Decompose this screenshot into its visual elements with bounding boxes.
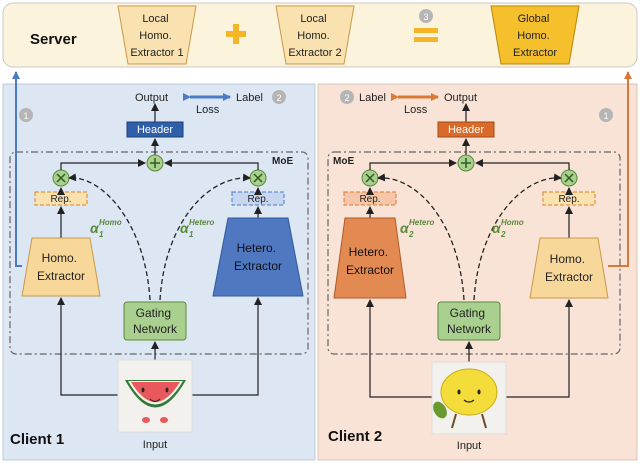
client1-label: Client 1 bbox=[10, 431, 64, 448]
svg-text:Homo: Homo bbox=[501, 218, 524, 227]
client2-gating-arc-left bbox=[377, 173, 465, 301]
svg-text:Global Homo. Extra: Global Homo. Extractor bbox=[513, 13, 557, 59]
client2-rep-left: Rep. bbox=[343, 191, 397, 206]
step-badge-1-client2: 1 bbox=[599, 108, 613, 122]
client1-gating-network: Gating Network bbox=[123, 301, 187, 341]
svg-text:Homo. Extractor: Homo. Extractor bbox=[37, 251, 85, 283]
client2-upload-arrow bbox=[608, 71, 632, 267]
client1-homo-extractor: Homo. Extractor bbox=[21, 237, 101, 297]
local-homo-extractor-2: Local Homo. Extractor 2 bbox=[275, 5, 355, 65]
svg-text:α: α bbox=[90, 220, 100, 236]
svg-text:Hetero. Extractor: Hetero. Extractor bbox=[346, 245, 394, 277]
client2-input-label: Input bbox=[457, 440, 481, 452]
svg-text:Local Homo. Extrac: Local Homo. Extractor 1 bbox=[130, 13, 183, 59]
client1-moe-label: MoE bbox=[272, 156, 293, 167]
client1-label-text: Label bbox=[236, 92, 263, 104]
client2-gating-arc-right bbox=[473, 173, 562, 301]
client2-loss-label: Loss bbox=[404, 104, 428, 116]
svg-text:α: α bbox=[492, 220, 502, 236]
client2-hetero-extractor: Hetero. Extractor bbox=[333, 217, 407, 299]
svg-text:2: 2 bbox=[344, 93, 349, 103]
svg-text:1: 1 bbox=[603, 111, 608, 121]
client2-rep-right: Rep. bbox=[542, 191, 596, 206]
client1-rep-right: Rep. bbox=[231, 191, 285, 206]
client1-header: Header bbox=[126, 121, 184, 138]
client1-loss-label: Loss bbox=[196, 104, 220, 116]
svg-text:Gating Network: Gating Network bbox=[133, 306, 178, 336]
watermelon-plush-icon bbox=[117, 359, 193, 433]
plus-icon bbox=[226, 24, 246, 44]
svg-text:1: 1 bbox=[99, 230, 104, 239]
client2-alpha-homo: α 2 Homo bbox=[492, 218, 524, 239]
svg-text:Homo. Extractor: Homo. Extractor bbox=[545, 252, 593, 284]
lemon-plush-icon bbox=[431, 361, 507, 435]
svg-text:Gating Network: Gating Network bbox=[447, 306, 492, 336]
svg-text:3: 3 bbox=[423, 12, 428, 22]
client1-gating-arc-left bbox=[68, 173, 151, 301]
client1-sum-node bbox=[146, 154, 164, 172]
client1-rep-left: Rep. bbox=[34, 191, 88, 206]
client1-input-label: Input bbox=[143, 439, 167, 451]
client1-gating-arc-right bbox=[159, 173, 251, 301]
svg-text:2: 2 bbox=[500, 230, 506, 239]
svg-text:Header: Header bbox=[137, 124, 173, 136]
client1-output-label: Output bbox=[135, 92, 168, 104]
client1-hetero-extractor: Hetero. Extractor bbox=[212, 217, 304, 297]
client2-multiply-node-right bbox=[560, 169, 578, 187]
client2-label: Client 2 bbox=[328, 428, 382, 445]
client2-label-text: Label bbox=[359, 92, 386, 104]
svg-text:Header: Header bbox=[448, 124, 484, 136]
server-label: Server bbox=[30, 31, 77, 48]
svg-text:Rep.: Rep. bbox=[558, 194, 579, 205]
client1-upload-arrow bbox=[12, 71, 22, 267]
local-homo-extractor-1: Local Homo. Extractor 1 bbox=[117, 5, 197, 65]
svg-text:α: α bbox=[180, 220, 190, 236]
step-badge-1-client1: 1 bbox=[19, 108, 33, 122]
step-badge-2-client1: 2 bbox=[272, 90, 286, 104]
client2-multiply-node-left bbox=[361, 169, 379, 187]
client2-gating-network: Gating Network bbox=[437, 301, 501, 341]
equals-icon bbox=[414, 28, 438, 42]
svg-text:2: 2 bbox=[276, 93, 281, 103]
svg-text:1: 1 bbox=[23, 111, 28, 121]
client1-alpha-hetero: α 1 Hetero bbox=[180, 218, 214, 239]
client1-multiply-node-right bbox=[249, 169, 267, 187]
client1-multiply-node-left bbox=[52, 169, 70, 187]
client2-moe-box bbox=[327, 151, 621, 355]
svg-text:Rep.: Rep. bbox=[359, 194, 380, 205]
client2-sum-node bbox=[457, 154, 475, 172]
step-badge-2-client2: 2 bbox=[340, 90, 354, 104]
global-homo-extractor: Global Homo. Extractor bbox=[490, 5, 580, 65]
client2-alpha-hetero: α 2 Hetero bbox=[400, 218, 434, 239]
client1-moe-box bbox=[9, 151, 309, 355]
svg-text:2: 2 bbox=[408, 230, 414, 239]
svg-text:Hetero: Hetero bbox=[409, 218, 434, 227]
client2-homo-extractor: Homo. Extractor bbox=[529, 237, 609, 299]
svg-text:Local Homo. Extrac: Local Homo. Extractor 2 bbox=[288, 13, 341, 59]
svg-text:Rep.: Rep. bbox=[50, 194, 71, 205]
svg-text:Hetero. Extractor: Hetero. Extractor bbox=[234, 241, 282, 273]
client2-header: Header bbox=[437, 121, 495, 138]
client1-alpha-homo: α 1 Homo bbox=[90, 218, 122, 239]
svg-text:α: α bbox=[400, 220, 410, 236]
step-badge-3: 3 bbox=[419, 9, 433, 23]
svg-text:Hetero: Hetero bbox=[189, 218, 214, 227]
client2-moe-label: MoE bbox=[333, 156, 354, 167]
client2-output-label: Output bbox=[444, 92, 477, 104]
svg-text:1: 1 bbox=[189, 230, 194, 239]
svg-text:Rep.: Rep. bbox=[247, 194, 268, 205]
svg-text:Homo: Homo bbox=[99, 218, 122, 227]
